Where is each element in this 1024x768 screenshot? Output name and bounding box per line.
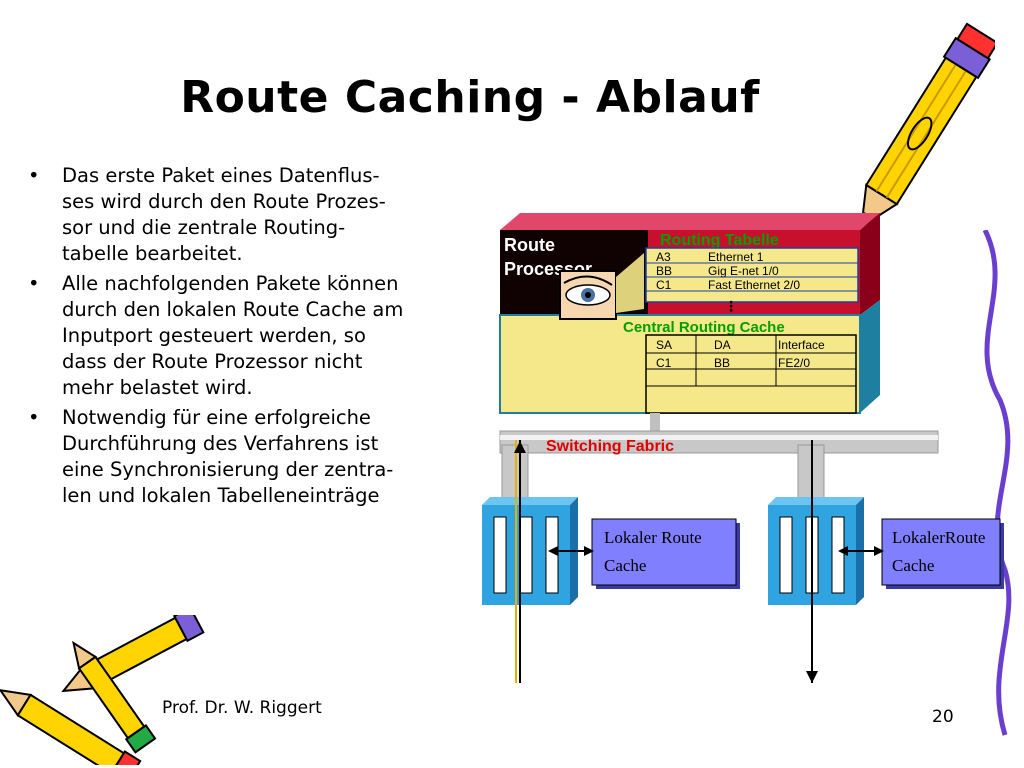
bullet-item: • Das erste Paket eines Datenflus- ses wi… bbox=[28, 163, 476, 267]
routing-row-3-dest: C1 bbox=[656, 278, 672, 292]
footer-author: Prof. Dr. W. Riggert bbox=[162, 698, 322, 718]
cache-panel-side bbox=[860, 300, 880, 413]
pencils-icon bbox=[0, 615, 205, 765]
left-local-cache bbox=[591, 518, 737, 586]
routing-table-ellipsis: ⋮ bbox=[724, 299, 738, 315]
routing-row-1-dest: A3 bbox=[656, 250, 671, 264]
routing-row-2-interface: Gig E-net 1/0 bbox=[708, 264, 779, 278]
routing-row-1-interface: Ethernet 1 bbox=[708, 250, 764, 264]
bullet-item: • Alle nachfolgenden Pakete können durch … bbox=[28, 271, 476, 401]
bullet-item: • Notwendig für eine erfolgreiche Durchfü… bbox=[28, 405, 476, 509]
route-processor-side bbox=[860, 213, 880, 315]
cache-row-da: BB bbox=[714, 356, 730, 370]
curly-line-icon bbox=[982, 230, 1012, 736]
bullet-text: Notwendig für eine erfolgreiche Durchfüh… bbox=[62, 406, 394, 507]
central-cache-title: Central Routing Cache bbox=[623, 319, 785, 336]
bullet-symbol: • bbox=[28, 272, 40, 295]
routing-row-2-dest: BB bbox=[656, 264, 672, 278]
route-processor-top bbox=[500, 213, 880, 230]
cache-row-interface: FE2/0 bbox=[778, 356, 810, 370]
bullet-text: Das erste Paket eines Datenflus- ses wir… bbox=[62, 164, 386, 265]
bullet-symbol: • bbox=[28, 406, 40, 429]
left-cache-line2: Cache bbox=[604, 556, 646, 575]
cache-row-sa: C1 bbox=[656, 356, 672, 370]
routing-table-title: Routing Tabelle bbox=[660, 232, 779, 249]
cache-header-da: DA bbox=[714, 338, 731, 352]
page-number: 20 bbox=[932, 707, 954, 727]
pencil-icon bbox=[860, 22, 995, 229]
switching-fabric-label: Switching Fabric bbox=[546, 438, 674, 455]
bullet-symbol: • bbox=[28, 164, 40, 187]
route-processor-label-1: Route bbox=[504, 235, 555, 255]
central-cache-table bbox=[645, 334, 857, 414]
slide-title: Route Caching - Ablauf bbox=[180, 72, 760, 123]
bullet-text: Alle nachfolgenden Pakete können durch d… bbox=[62, 272, 404, 399]
right-cache-line2: Cache bbox=[892, 556, 934, 575]
routing-row-3-interface: Fast Ethernet 2/0 bbox=[708, 278, 800, 292]
bullet-list: • Das erste Paket eines Datenflus- ses wi… bbox=[28, 163, 476, 513]
routing-table bbox=[645, 247, 859, 303]
cache-header-interface: Interface bbox=[778, 338, 825, 352]
right-cache-line1: LokalerRoute bbox=[892, 528, 985, 547]
cache-header-sa: SA bbox=[656, 338, 672, 352]
left-cache-line1: Lokaler Route bbox=[604, 528, 702, 547]
route-caching-diagram: Route Processor Routing Tabelle A3 Ether… bbox=[482, 213, 1004, 683]
